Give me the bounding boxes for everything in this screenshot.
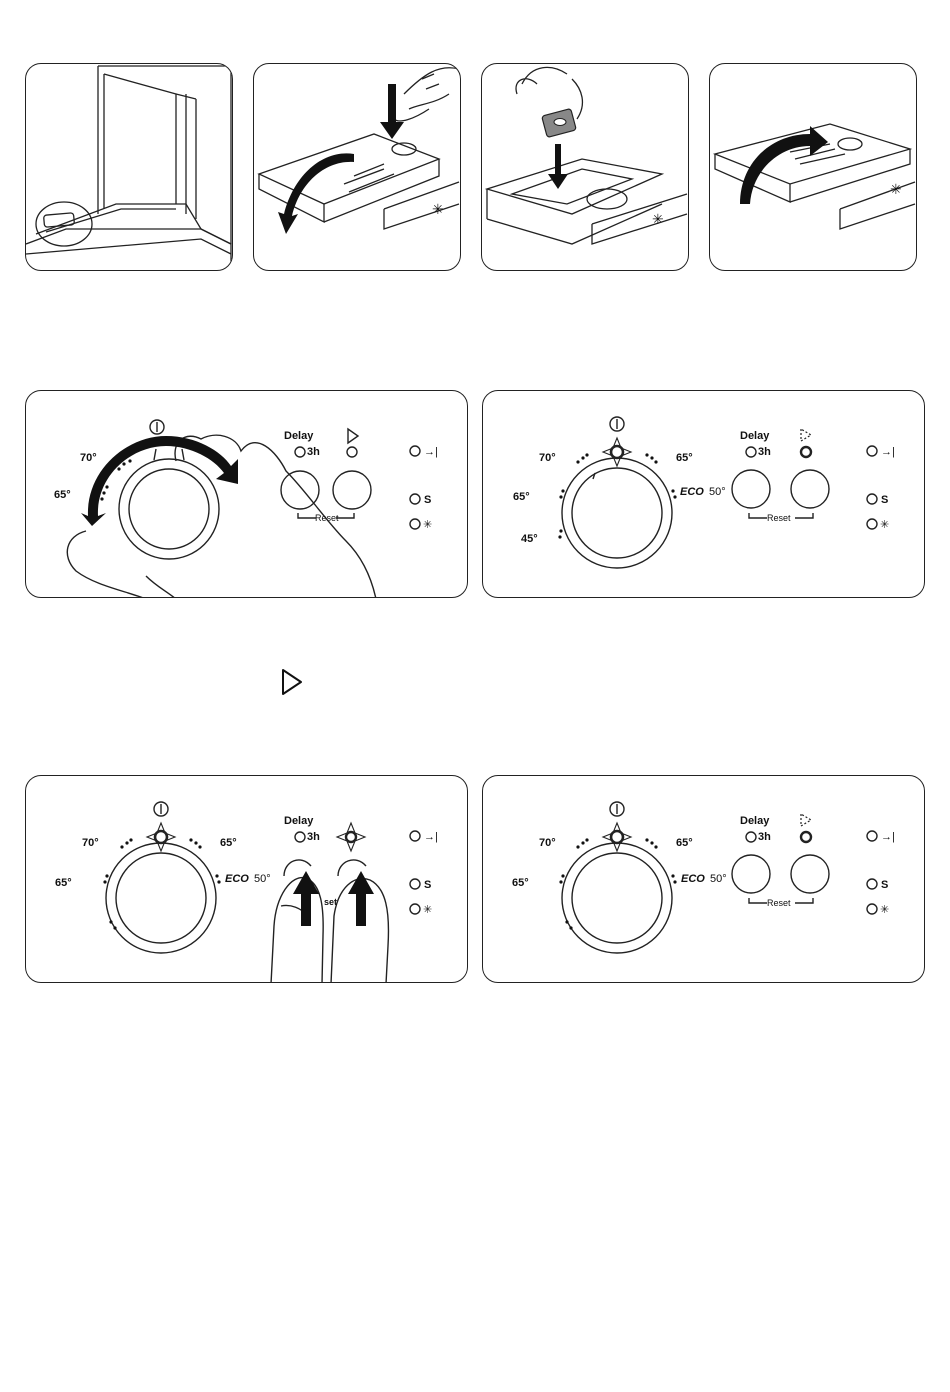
end-indicator [410,831,420,841]
play-icon [280,668,304,696]
temp-70-label: 70° [539,452,556,464]
start-indicator-lit [801,832,811,842]
delay-button[interactable] [732,855,770,893]
control-panel-a-drawing: 70° 65° Delay 3h Reset →| S ✳ [26,391,468,598]
delay-hours-label: 3h [307,831,320,843]
play-icon [801,429,811,441]
illustration-press-lid: ✳ [253,63,461,271]
control-panel-running: 70° 65° 65° ECO 50° Delay 3h Reset →| S … [482,775,925,983]
eco-label: ECO [680,486,704,498]
end-icon: →| [881,446,895,458]
delay-indicator [295,832,305,842]
temp-65-right-label: 65° [220,837,237,849]
start-button[interactable] [791,855,829,893]
play-icon [801,814,811,826]
rinse-aid-icon: S [424,494,431,506]
temp-65-label: 65° [512,877,529,889]
delay-hours-label: 3h [307,446,320,458]
temp-65-label: 65° [55,877,72,889]
delay-label: Delay [740,430,770,442]
rinse-aid-indicator [410,879,420,889]
reset-label: Reset [315,513,339,523]
temp-70-label: 70° [539,837,556,849]
end-icon: →| [424,831,438,843]
temp-70-label: 70° [80,452,97,464]
control-panel-press-buttons: 70° 65° 65° ECO 50° Delay 3h set →| S ✳ [25,775,468,983]
eco-label: ECO [681,873,705,885]
svg-text:✳: ✳ [652,211,664,227]
end-indicator [867,446,877,456]
control-panel-d-drawing: 70° 65° 65° ECO 50° Delay 3h Reset →| S … [483,776,925,983]
program-dial[interactable] [562,458,672,568]
illustration-close-lid: ✳ [709,63,917,271]
rinse-aid-indicator [867,494,877,504]
end-icon: →| [424,446,438,458]
control-panel-b-drawing: 70° 65° 45° 65° ECO 50° Delay 3h Reset →… [483,391,925,598]
control-panel-turn-dial: 70° 65° Delay 3h Reset →| S ✳ [25,390,468,598]
dishwasher-open-door-drawing [26,64,233,271]
svg-text:✳: ✳ [432,201,444,217]
rinse-aid-icon: S [424,879,431,891]
illustration-insert-tablet: ✳ [481,63,689,271]
delay-indicator [746,832,756,842]
temp-65-right-label: 65° [676,452,693,464]
start-button[interactable] [791,470,829,508]
salt-icon: ✳ [423,904,432,916]
program-dial[interactable] [119,459,219,559]
end-icon: →| [881,831,895,843]
start-button[interactable] [333,471,371,509]
salt-indicator [867,519,877,529]
salt-indicator [410,904,420,914]
end-indicator [410,446,420,456]
illustration-open-door [25,63,233,271]
control-panel-program-selected: 70° 65° 45° 65° ECO 50° Delay 3h Reset →… [482,390,925,598]
rinse-aid-icon: S [881,494,888,506]
temp-65-label: 65° [54,489,71,501]
play-icon [348,429,358,443]
delay-hours-label: 3h [758,446,771,458]
control-panel-c-drawing: 70° 65° 65° ECO 50° Delay 3h set →| S ✳ [26,776,468,983]
set-label: set [324,897,337,907]
turn-arrow-icon [81,436,238,526]
start-indicator-lit [346,832,356,842]
eco-temp-label: 50° [709,486,726,498]
temp-45-label: 45° [521,533,538,545]
reset-label: Reset [767,898,791,908]
start-indicator-lit [801,447,811,457]
delay-button[interactable] [281,471,319,509]
salt-icon: ✳ [880,519,889,531]
delay-button[interactable] [732,470,770,508]
detergent-tablet-insert-drawing: ✳ [482,64,689,271]
delay-label: Delay [740,815,770,827]
temp-65-label: 65° [513,491,530,503]
reset-label: Reset [767,513,791,523]
salt-indicator [867,904,877,914]
detergent-lid-close-drawing: ✳ [710,64,917,271]
temp-65-right-label: 65° [676,837,693,849]
program-dial[interactable] [562,843,672,953]
salt-icon: ✳ [423,519,432,531]
start-indicator [347,447,357,457]
delay-indicator [746,447,756,457]
salt-indicator [410,519,420,529]
delay-label: Delay [284,815,314,827]
press-arrow-icon [348,871,374,926]
eco-temp-label: 50° [710,873,727,885]
program-dial[interactable] [106,843,216,953]
rinse-aid-indicator [410,494,420,504]
rinse-aid-icon: S [881,879,888,891]
eco-temp-label: 50° [254,873,271,885]
eco-label: ECO [225,873,249,885]
svg-text:✳: ✳ [890,181,902,197]
temp-70-label: 70° [82,837,99,849]
delay-hours-label: 3h [758,831,771,843]
delay-label: Delay [284,430,314,442]
salt-icon: ✳ [880,904,889,916]
end-indicator [867,831,877,841]
press-arrow-icon [293,871,319,926]
detergent-lid-press-drawing: ✳ [254,64,461,271]
delay-indicator [295,447,305,457]
rinse-aid-indicator [867,879,877,889]
